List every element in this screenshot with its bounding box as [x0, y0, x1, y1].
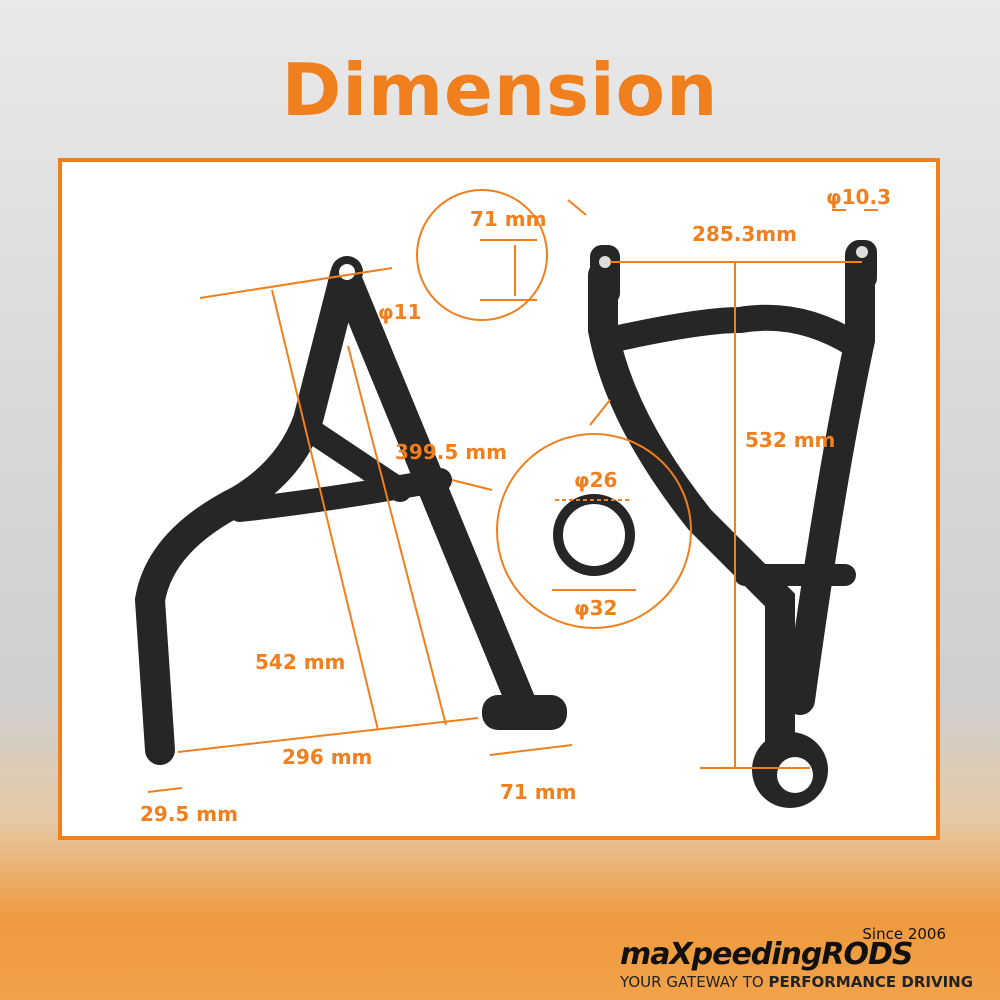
inset-circle — [416, 189, 548, 321]
left-width-label: 296 mm — [282, 745, 373, 769]
brand-name: maXpeedingRODS — [620, 937, 914, 972]
right-diameter-label: φ10.3 — [826, 185, 891, 209]
brand-logo: Since 2006 maXpeedingRODS YOUR GATEWAY T… — [620, 925, 973, 995]
left-diagonal-label: 399.5 mm — [395, 440, 507, 464]
tagline-bold: PERFORMANCE DRIVING — [768, 973, 974, 991]
page-title: Dimension — [281, 48, 719, 132]
left-bushing-label: 71 mm — [500, 780, 577, 804]
tube-inner-label: φ26 — [574, 468, 618, 492]
tube-outer-label: φ32 — [574, 596, 618, 620]
right-control-arm — [588, 240, 877, 808]
left-top-diameter-label: φ11 — [378, 300, 422, 324]
tagline-plain: YOUR GATEWAY TO — [620, 973, 769, 991]
right-width-label: 285.3mm — [692, 222, 797, 246]
left-control-arm — [134, 256, 567, 765]
right-height-label: 532 mm — [745, 428, 836, 452]
left-end-label: 29.5 mm — [140, 802, 238, 826]
left-height-label: 542 mm — [255, 650, 346, 674]
tagline: YOUR GATEWAY TO PERFORMANCE DRIVING — [620, 973, 973, 991]
since-text: Since 2006 — [862, 925, 946, 943]
tube-section-circle — [496, 433, 692, 629]
inset-height-label: 71 mm — [470, 207, 547, 231]
dimension-lines — [147, 189, 878, 793]
